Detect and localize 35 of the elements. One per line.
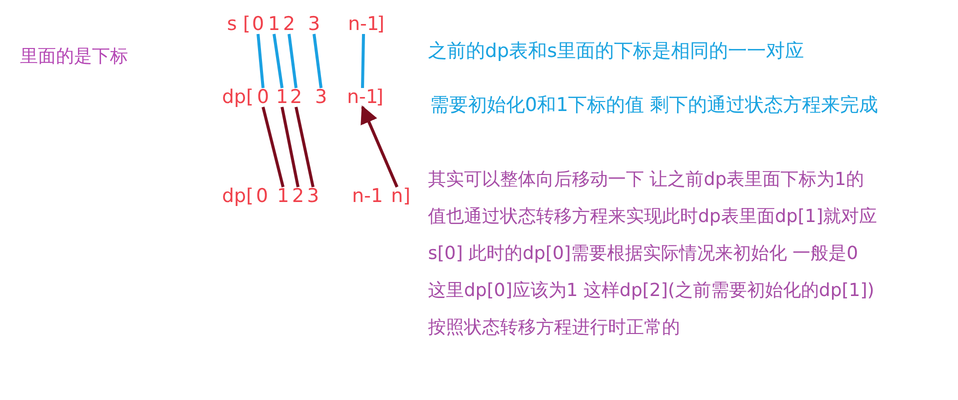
index-number: 3 (307, 187, 320, 206)
note-text: 里面的是下标 (20, 48, 128, 66)
index-number: 3 (315, 88, 328, 107)
index-number: 2 (283, 15, 296, 34)
array-bracket-label: ] (377, 15, 384, 34)
index-number: 1 (277, 187, 290, 206)
index-number: 2 (292, 187, 304, 206)
index-number: 1 (276, 88, 288, 107)
index-number: 3 (308, 15, 320, 34)
array-bracket-label: dp[ (222, 88, 254, 107)
note-text: 之前的dp表和s里面的下标是相同的一一对应 (428, 42, 804, 61)
connector-line (280, 106, 300, 188)
arrow (360, 105, 398, 188)
note-text: 需要初始化0和1下标的值 剩下的通过状态方程来完成 (430, 96, 878, 115)
index-number: n-1 (347, 88, 378, 107)
index-number: 2 (290, 88, 302, 107)
index-number: n-1 (352, 187, 383, 206)
index-number: 0 (257, 88, 270, 107)
connector-line (312, 34, 323, 88)
connector-line (288, 34, 298, 88)
index-number: 0 (256, 187, 268, 206)
index-number: n-1 (348, 15, 379, 34)
index-number: 1 (268, 15, 280, 34)
connector-line (294, 106, 315, 188)
index-number: n (391, 187, 404, 206)
connector-line (262, 106, 284, 188)
array-bracket-label: ] (376, 88, 384, 107)
array-bracket-label: dp[ (222, 187, 254, 206)
connector-line (272, 34, 284, 88)
connector-line (256, 34, 265, 88)
array-bracket-label: s [ (227, 15, 250, 34)
note-paragraph: 其实可以整体向后移动一下 让之前dp表里面下标为1的值也通过状态转移方程来实现此时dp表里面dp[1]就对应s[0] 此时的dp[0]需要根据实际情况来初始化 一般是0 这里dp[0]应该为1 这样dp[2](之前需要初始化的dp[1])按照状态转移方程进行时正常的 (428, 168, 878, 340)
connector-line (361, 34, 365, 88)
index-number: 0 (252, 15, 264, 34)
array-bracket-label: ] (403, 187, 410, 206)
